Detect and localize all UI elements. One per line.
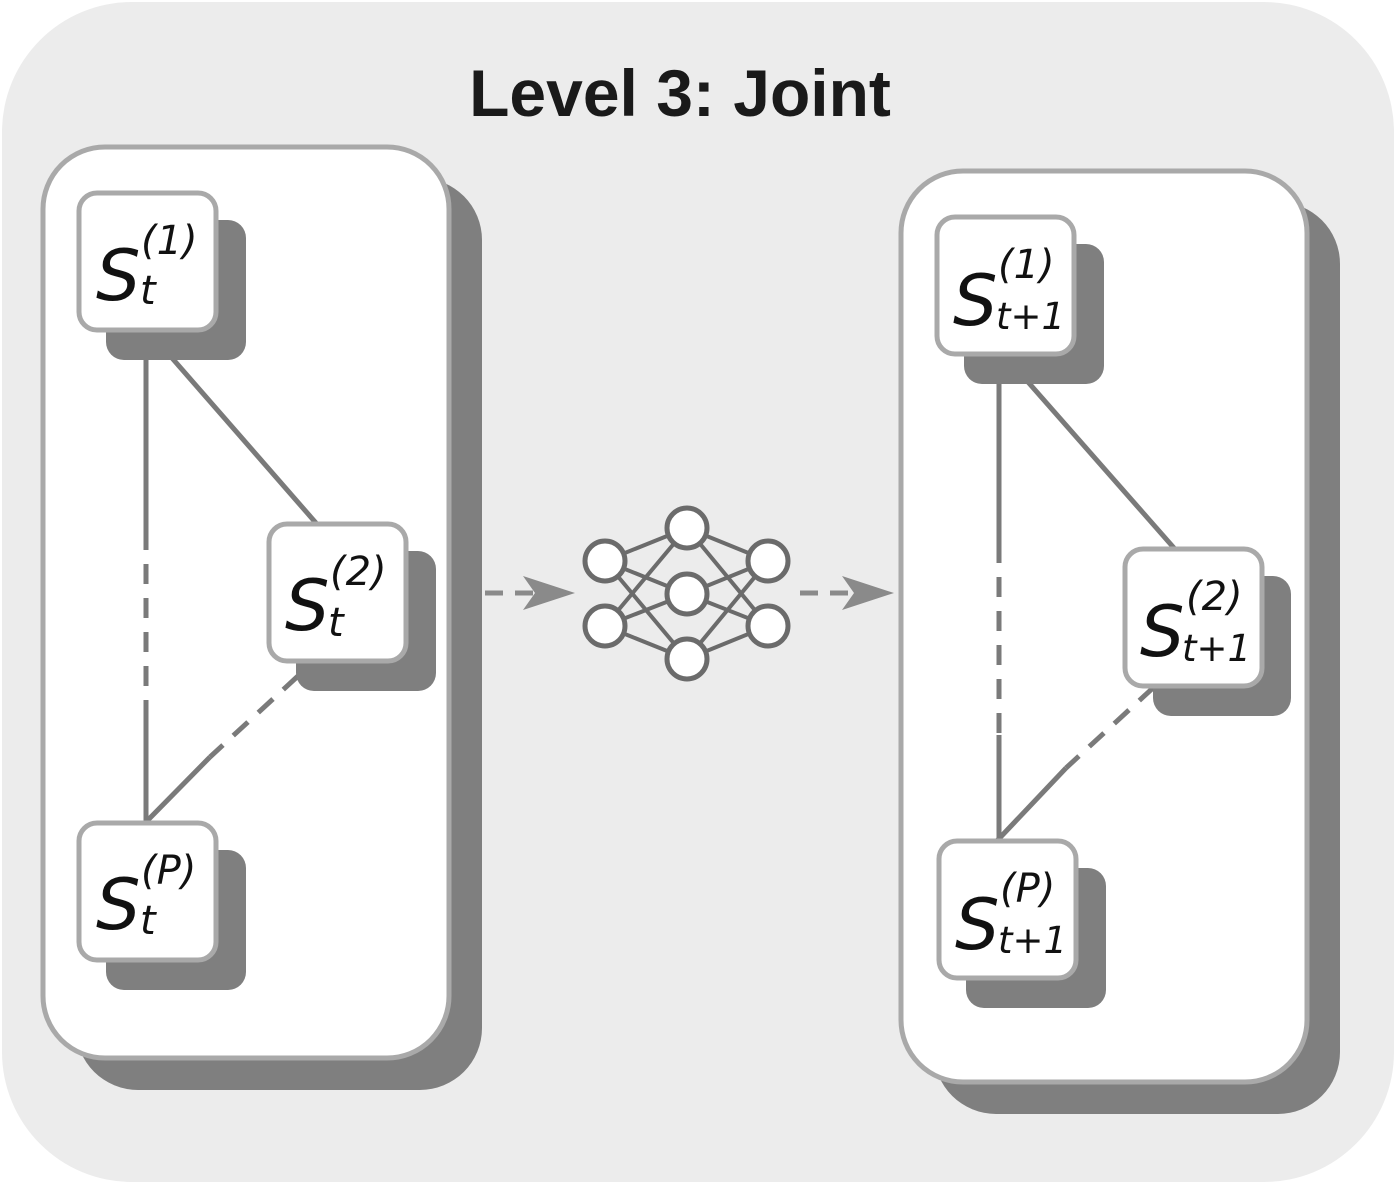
state-node-t-p: S (P) t [76,820,246,990]
edge-2-p-dashed [208,674,300,759]
node-box [936,838,1079,981]
network-neuron [582,603,628,649]
node-superscript: (2) [330,549,387,595]
node-box [934,214,1077,357]
node-symbol: S [955,884,999,966]
edge-2-p-dashed [1064,685,1156,770]
node-symbol: S [285,565,329,647]
state-node-t1-p: S (P) t+1 [936,838,1106,1008]
node-superscript: (1) [141,218,198,264]
level-title: Level 3: Joint [469,56,891,130]
edge-2-p-end [144,755,212,824]
neural-network-icon [582,505,791,682]
node-symbol: S [1140,591,1184,673]
network-neuron [664,636,710,682]
node-subscript: t [140,268,157,314]
dashed-arrow-icon [485,576,575,610]
node-superscript: (1) [998,242,1055,288]
node-superscript: (2) [1186,574,1243,620]
state-node-t-2: S (2) t [266,521,436,691]
node-subscript: t [328,600,345,646]
node-subscript: t+1 [996,295,1065,338]
node-symbol: S [96,864,140,946]
node-subscript: t [140,898,157,944]
dashed-arrow-icon [800,576,894,610]
edge-1-2 [170,356,318,525]
node-superscript: (P) [1000,866,1055,912]
group-edges [143,328,318,824]
node-box [1122,546,1265,689]
edge-2-p-end [991,766,1068,847]
state-group-t-plus-1: S (1) t+1 S (2) t+1 S (P) t+1 [898,168,1340,1114]
network-neuron [664,571,710,617]
edge-1-2 [1026,380,1176,550]
node-superscript: (P) [141,848,196,894]
state-node-t1-1: S (1) t+1 [934,214,1104,384]
state-node-t-1: S (1) t [76,190,246,360]
state-group-t: S (1) t S (2) t S (P) t [40,144,482,1090]
node-box [76,820,219,963]
network-neuron [582,538,628,584]
network-neuron [664,505,710,551]
node-subscript: t+1 [1182,627,1251,670]
node-symbol: S [953,260,997,342]
network-neuron [745,603,791,649]
node-symbol: S [96,235,140,317]
node-box [266,521,409,664]
node-box [76,190,219,333]
network-neuron [745,538,791,584]
state-node-t1-2: S (2) t+1 [1122,546,1291,716]
node-subscript: t+1 [998,919,1067,962]
